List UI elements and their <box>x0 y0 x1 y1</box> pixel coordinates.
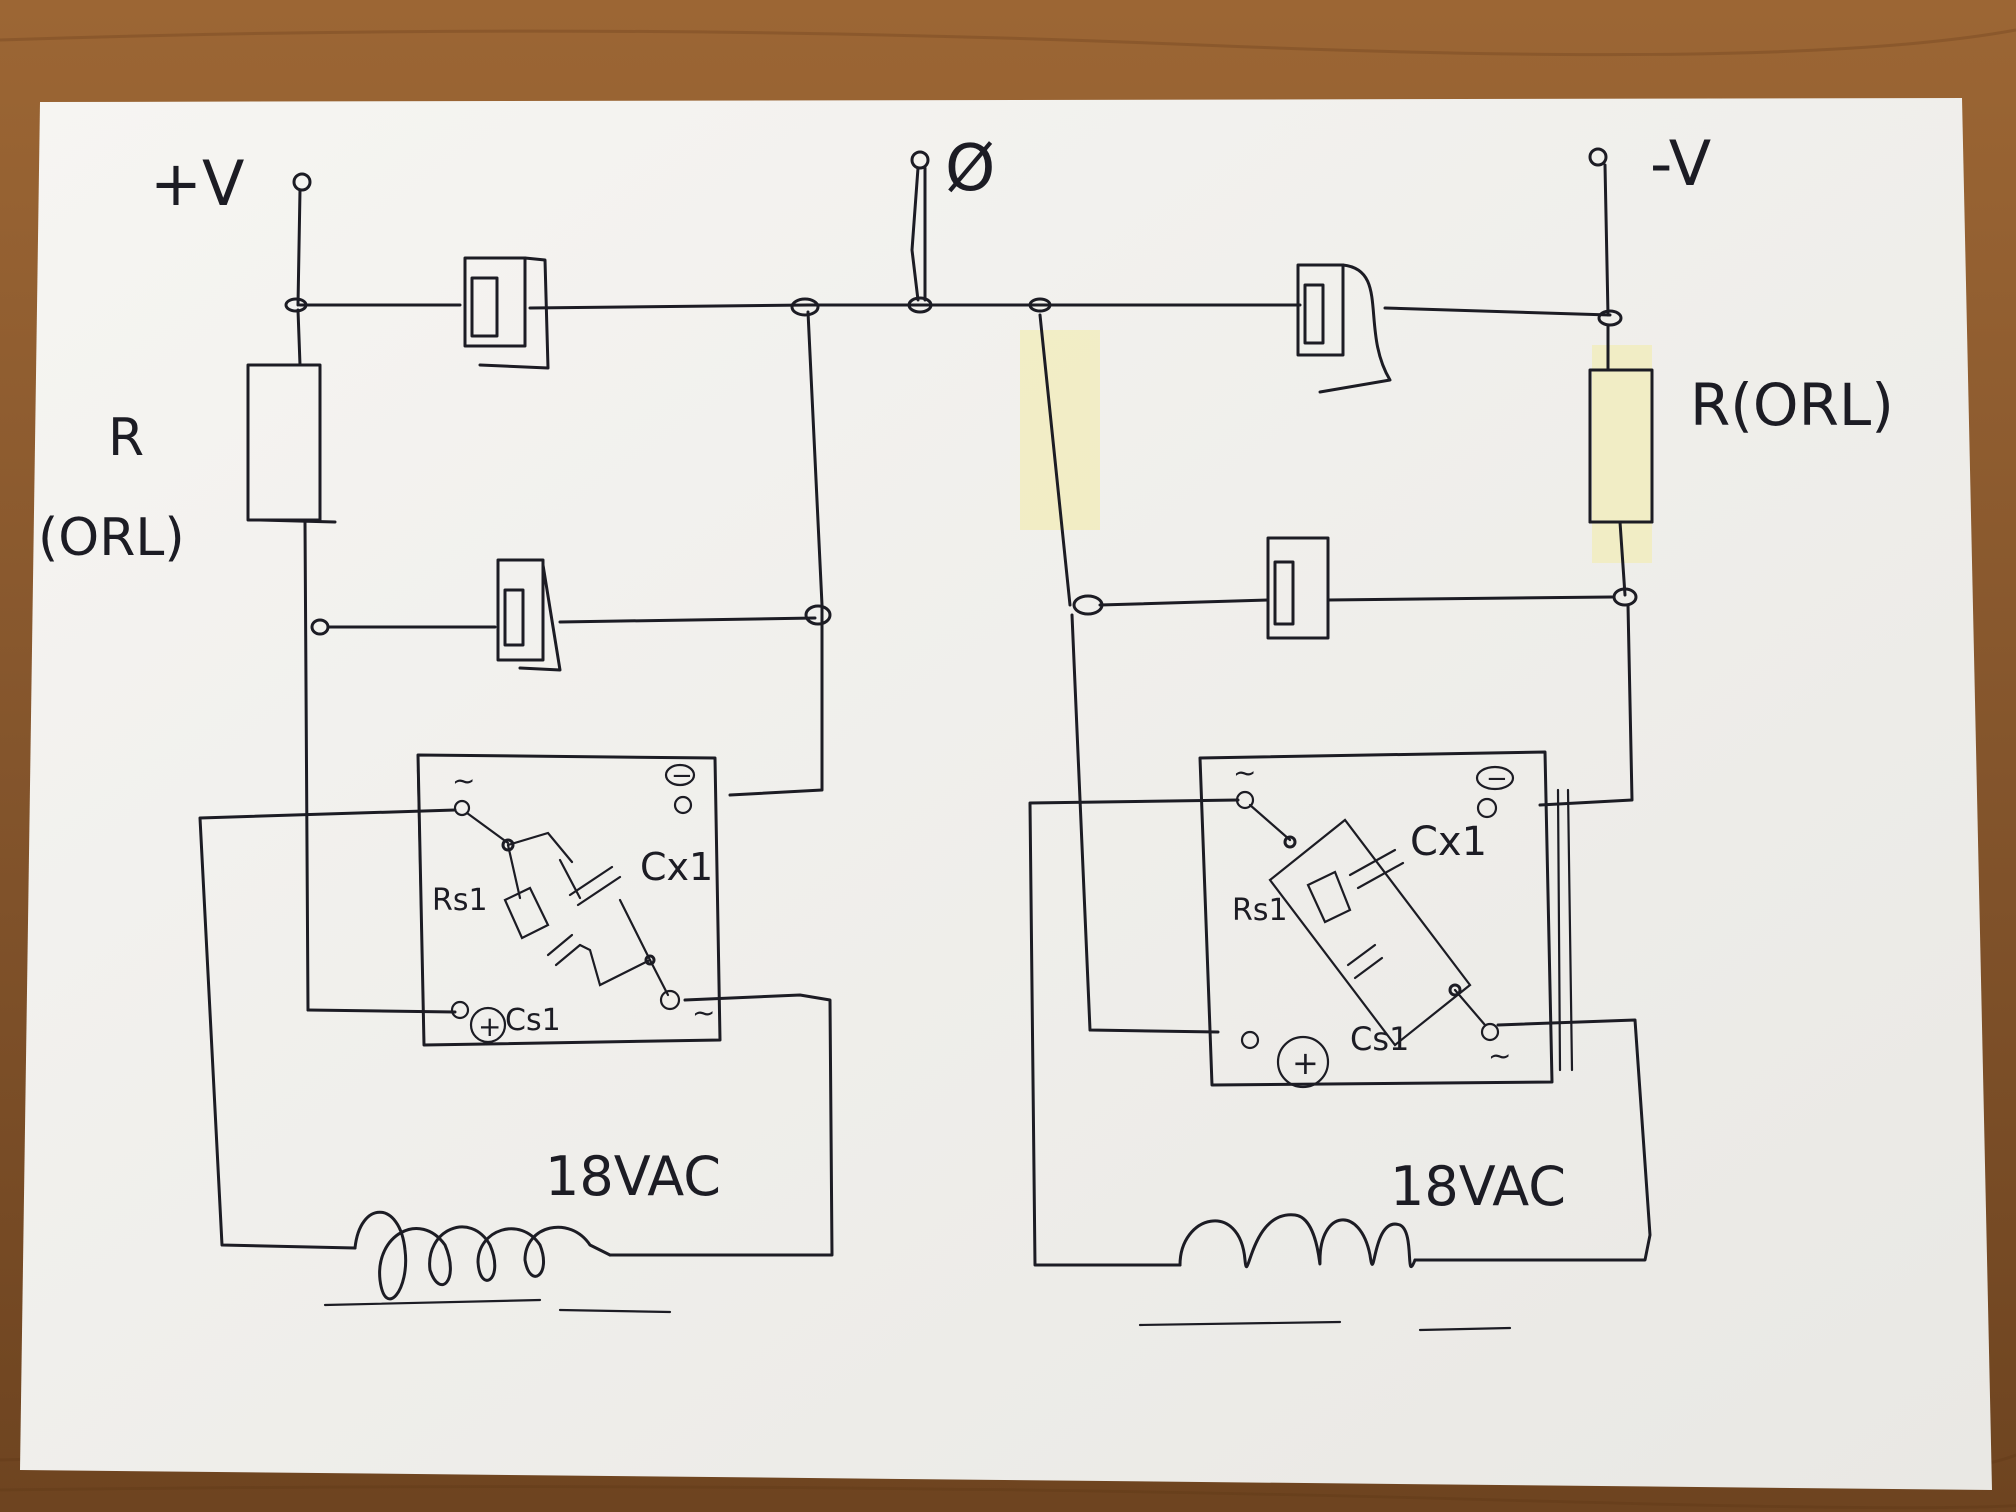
left-rectifier-box <box>416 753 722 1047</box>
right-transformer-wiring <box>1028 798 1652 1267</box>
tape-strip-right <box>1592 345 1652 563</box>
left-rs1-label: Rs1 <box>432 883 488 918</box>
right-transformer-label: 18VAC <box>1390 1155 1566 1218</box>
left-r-sub-label: (ORL) <box>38 508 185 568</box>
left-ac-bottom: ~ <box>692 996 715 1029</box>
left-transformer-wiring <box>198 808 834 1257</box>
right-mid-diode <box>1038 313 1614 640</box>
right-top-diode <box>1296 263 1392 394</box>
right-left-wire <box>1070 613 1220 1034</box>
right-resistor <box>1538 323 1654 807</box>
right-cx1-label: Cx1 <box>1410 819 1487 865</box>
right-rectifier-internals <box>1235 765 1515 1089</box>
junction-right-bus <box>1028 297 1052 313</box>
right-plus: + <box>1292 1044 1319 1082</box>
right-r-label: R(ORL) <box>1690 371 1894 439</box>
left-r-label: R <box>108 408 144 468</box>
left-ac-top: ~ <box>452 764 475 797</box>
left-resistor <box>246 308 337 1012</box>
left-transformer-label: 18VAC <box>545 1145 721 1208</box>
plus-v-label: +V <box>150 147 244 220</box>
right-minus: − <box>1486 764 1508 794</box>
minus-v-terminal <box>1588 147 1623 327</box>
junction-left-bus <box>790 297 820 317</box>
right-ac-top: ~ <box>1233 756 1256 789</box>
left-cx1-label: Cx1 <box>640 845 713 889</box>
left-plus: + <box>478 1010 501 1043</box>
minus-v-label: -V <box>1650 127 1711 200</box>
left-right-wire <box>728 310 824 797</box>
left-cs1-label: Cs1 <box>505 1003 561 1038</box>
ground-label: Ø <box>945 132 995 206</box>
right-transformer-coil <box>1138 1213 1512 1332</box>
right-cs1-label: Cs1 <box>1350 1020 1409 1058</box>
paper-sheet <box>20 98 1992 1490</box>
right-ac-bottom: ~ <box>1488 1039 1511 1072</box>
left-rectifier-internals <box>450 763 696 1044</box>
ground-terminal <box>907 150 933 314</box>
left-minus: − <box>671 761 693 791</box>
left-mid-diode <box>310 558 832 672</box>
left-top-diode <box>463 256 550 370</box>
right-rs1-label: Rs1 <box>1232 893 1288 928</box>
top-bus-wire <box>298 303 1612 317</box>
plus-v-terminal <box>284 172 312 313</box>
left-transformer-coil <box>323 1210 672 1314</box>
